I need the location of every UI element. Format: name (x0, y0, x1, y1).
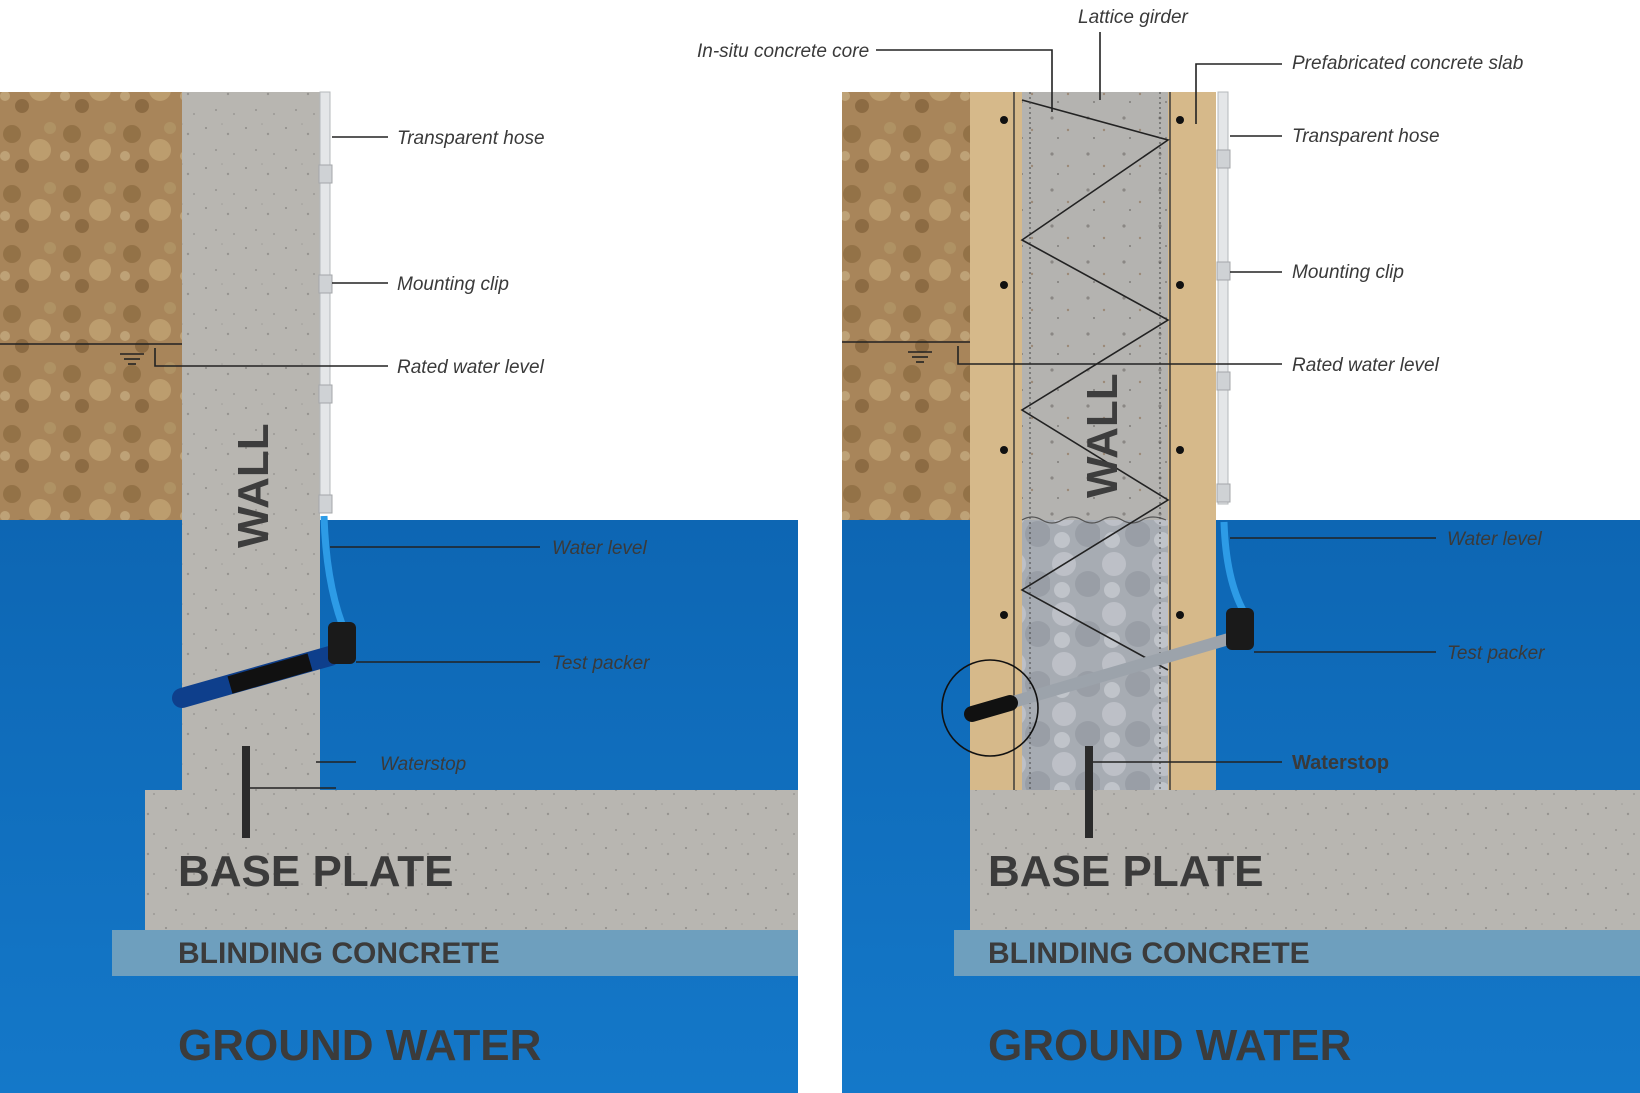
right-callout-mounting-clip: Mounting clip (1292, 262, 1404, 283)
right-base-plate (970, 790, 1640, 930)
left-soil (0, 92, 182, 520)
right-mounting-clips (1216, 149, 1231, 503)
right-callout-waterstop: Waterstop (1292, 752, 1389, 774)
right-callout-in-situ-core: In-situ concrete core (697, 41, 869, 62)
left-wall-label: WALL (229, 423, 278, 548)
right-callout-water-level: Water level (1447, 529, 1542, 550)
right-water-level-symbol (908, 351, 932, 363)
left-waterstop (242, 746, 250, 838)
right-base-plate-label: BASE PLATE (988, 847, 1263, 896)
right-soil (842, 92, 970, 520)
right-lattice-girder (1020, 99, 1170, 671)
right-rebar-dots (1000, 116, 1184, 619)
right-core-lower (1022, 520, 1168, 792)
right-transparent-hose (1217, 91, 1229, 505)
left-callout-mounting-clip: Mounting clip (397, 274, 509, 295)
left-mounting-clips (318, 164, 333, 514)
left-water-hose (320, 515, 346, 626)
right-ground-water-label: GROUND WATER (988, 1021, 1351, 1070)
right-detail-circle (941, 659, 1039, 757)
left-blinding-concrete (112, 930, 798, 976)
left-callout-rated-water-level: Rated water level (397, 357, 545, 378)
left-callout-waterstop: Waterstop (380, 754, 466, 775)
left-water-level-symbol (120, 353, 144, 365)
right-callout-transparent-hose: Transparent hose (1292, 126, 1440, 147)
left-diagram: WALL BASE PLATE BLINDING CONCRETE GROUND… (0, 91, 798, 1093)
right-blinding-label: BLINDING CONCRETE (988, 937, 1310, 970)
left-blinding-label: BLINDING CONCRETE (178, 937, 500, 970)
left-transparent-hose (319, 91, 331, 513)
left-callout-water-level: Water level (552, 538, 647, 559)
left-base-plate-label: BASE PLATE (178, 847, 453, 896)
right-diagram: WALL BASE PLATE BLINDING CONCRETE GROUND… (697, 7, 1640, 1093)
left-ground-water-label: GROUND WATER (178, 1021, 541, 1070)
right-callout-rated-water-level: Rated water level (1292, 355, 1440, 376)
right-callout-lattice-girder: Lattice girder (1078, 7, 1189, 28)
right-waterstop (1085, 746, 1093, 838)
right-test-packer (941, 608, 1254, 757)
left-test-packer (172, 622, 356, 708)
right-prefab-slab-inner (1168, 92, 1216, 792)
left-base-plate (145, 790, 798, 930)
right-callout-prefab-slab: Prefabricated concrete slab (1292, 53, 1523, 74)
left-callout-test-packer: Test packer (552, 653, 650, 674)
right-blinding-concrete (954, 930, 1640, 976)
left-callout-transparent-hose: Transparent hose (397, 128, 545, 149)
right-callout-test-packer: Test packer (1447, 643, 1545, 664)
right-wall-label: WALL (1078, 373, 1127, 498)
right-water-hose (1220, 521, 1248, 614)
